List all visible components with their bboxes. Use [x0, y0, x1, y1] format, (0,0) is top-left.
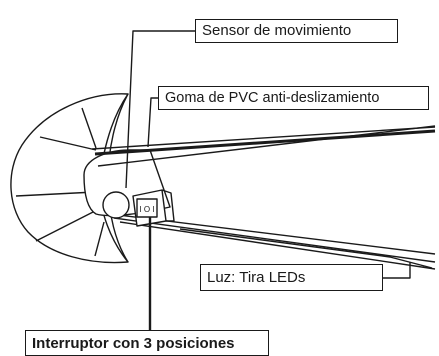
grip-rib-4 — [35, 209, 98, 242]
led-strip — [119, 221, 436, 270]
upper-arm — [97, 125, 436, 167]
switch-label: Interruptor con 3 posiciones — [25, 330, 269, 356]
sensor-label: Sensor de movimiento — [195, 19, 398, 43]
leader-goma — [147, 97, 158, 148]
switch-button — [136, 198, 158, 218]
grip-rib-5 — [94, 221, 105, 257]
lower-arm-edge — [179, 228, 433, 269]
upper-arm-edge — [91, 126, 436, 150]
led-strip-label: Luz: Tira LEDs — [200, 264, 383, 291]
pvc-grip-label: Goma de PVC anti-deslizamiento — [158, 86, 429, 110]
motion-sensor — [102, 191, 130, 219]
grip-rib-1 — [81, 107, 97, 149]
switch-marking: I O I — [139, 205, 154, 214]
switch-housing-side — [161, 189, 175, 222]
leader-luz — [383, 262, 411, 279]
lower-arm-inner — [113, 217, 436, 263]
grip-rib-2 — [39, 136, 97, 151]
grip-rib-3 — [15, 191, 96, 197]
pvc-grip-strip — [94, 129, 436, 156]
leader-sensor — [125, 30, 195, 189]
